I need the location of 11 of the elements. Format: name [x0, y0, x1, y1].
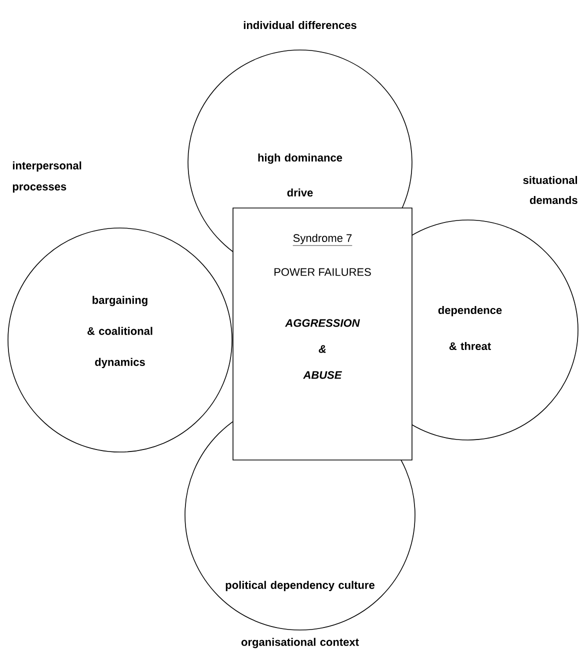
circle-heading: individual differences [244, 20, 356, 30]
circle-heading: situational demands [523, 176, 578, 204]
circle-label: high dominance drive [258, 153, 342, 197]
box-subtitle: AGGRESSION & ABUSE [285, 319, 360, 379]
circle-label: political dependency culture [226, 580, 374, 592]
circle-heading: interpersonal processes [12, 161, 82, 193]
circle-heading: organisational context [241, 638, 359, 648]
box-title: POWER FAILURES [274, 268, 371, 276]
box-heading: Syndrome 7 [292, 234, 352, 246]
circle-label: dependence & threat [438, 306, 502, 350]
circle-label: bargaining & coalitional dynamics [87, 296, 152, 368]
